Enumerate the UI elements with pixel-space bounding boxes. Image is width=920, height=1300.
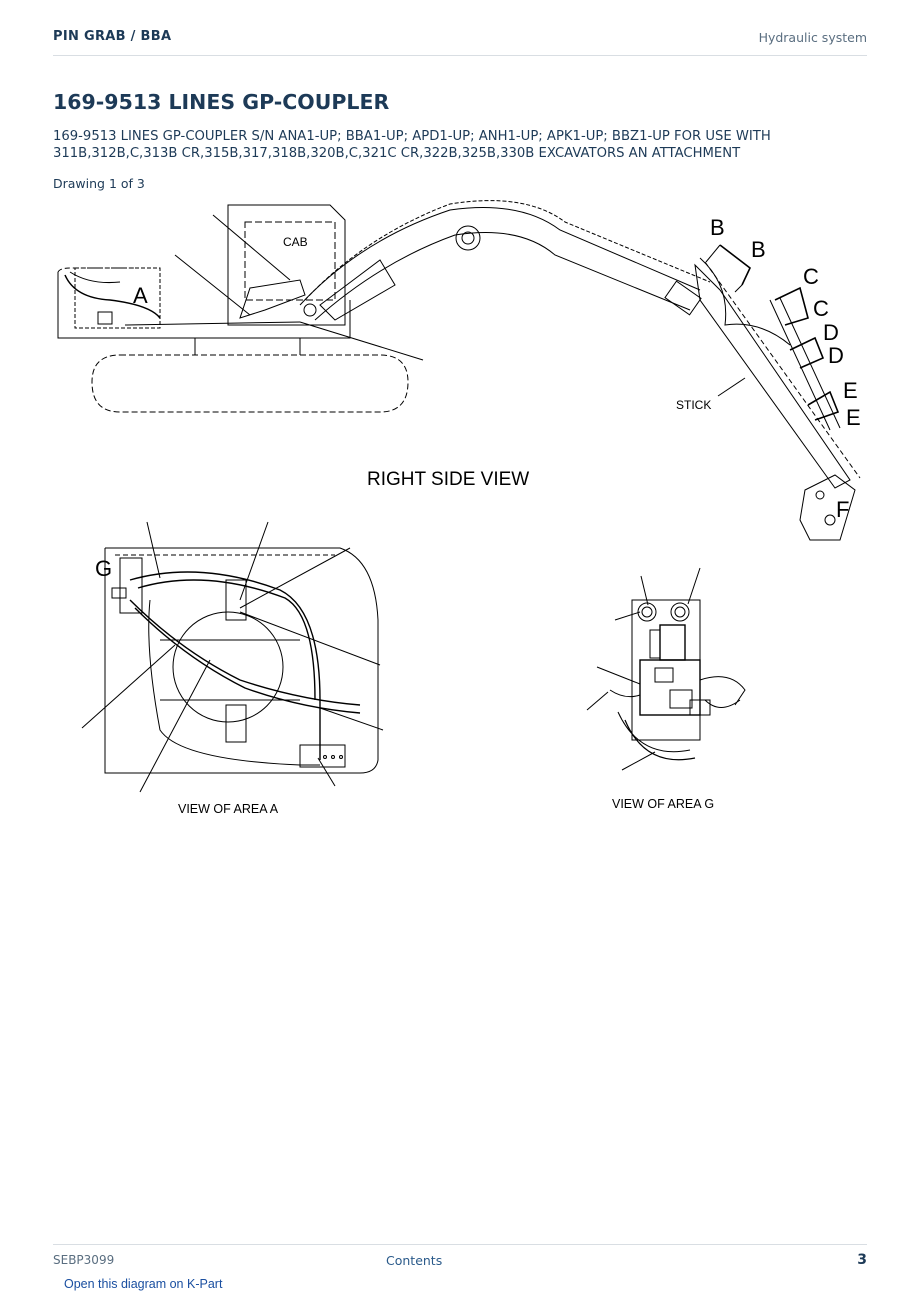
callout-c-2: C (813, 296, 829, 321)
callout-c-1: C (803, 264, 819, 289)
footer-divider (53, 1244, 867, 1245)
header-divider (53, 55, 867, 56)
callout-e-1: E (843, 378, 858, 403)
hydraulic-diagram: A B B C C D D E E F CAB STICK RIGHT SIDE… (57, 200, 861, 816)
document-id: SEBP3099 (53, 1253, 115, 1267)
callout-b-1: B (710, 215, 725, 240)
area-g-leaders (586, 567, 701, 771)
leader-lines (174, 214, 840, 421)
callout-a: A (133, 283, 148, 308)
callout-g: G (95, 556, 112, 581)
callout-e-2: E (846, 405, 861, 430)
area-a-leaders (81, 521, 384, 793)
kpart-link[interactable]: Open this diagram on K-Part (64, 1277, 223, 1291)
view-area-a-label: VIEW OF AREA A (178, 802, 279, 816)
part-description: 169-9513 LINES GP-COUPLER S/N ANA1-UP; B… (53, 129, 771, 161)
callout-d-2: D (828, 343, 844, 368)
view-area-g-label: VIEW OF AREA G (612, 797, 714, 811)
drawing-number: Drawing 1 of 3 (53, 176, 145, 191)
stick-label: STICK (676, 398, 711, 412)
callout-f: F (836, 497, 849, 522)
section-name: Hydraulic system (758, 30, 867, 45)
breadcrumb: PIN GRAB / BBA (53, 29, 172, 44)
callout-d-1: D (823, 320, 839, 345)
callout-b-2: B (751, 237, 766, 262)
cab-label: CAB (283, 235, 308, 249)
page-title: 169-9513 LINES GP-COUPLER (53, 90, 390, 114)
area-a-drawing (104, 547, 379, 774)
contents-link[interactable]: Contents (386, 1253, 443, 1268)
page-number: 3 (857, 1252, 867, 1268)
right-side-view-label: RIGHT SIDE VIEW (367, 469, 529, 490)
